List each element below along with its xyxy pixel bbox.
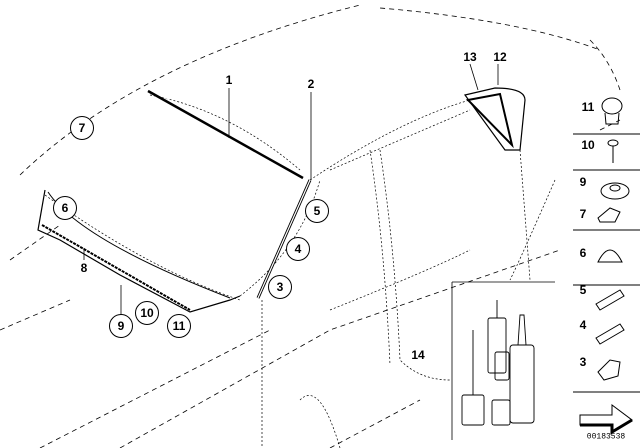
circled-label-4: 4: [286, 237, 310, 261]
part-label-12: 12: [493, 50, 507, 64]
legend-label-10: 10: [581, 138, 595, 152]
part-label-14: 14: [411, 348, 425, 362]
circled-label-11: 11: [167, 314, 191, 338]
part-label-13: 13: [463, 50, 477, 64]
legend-label-3: 3: [579, 355, 587, 369]
circled-label-5: 5: [305, 199, 329, 223]
legend-label-4: 4: [579, 318, 587, 332]
part-icons: [579, 97, 633, 435]
legend-label-7: 7: [579, 207, 587, 221]
legend-label-11: 11: [581, 100, 595, 114]
part-label-2: 2: [307, 77, 315, 91]
circled-label-7: 7: [70, 116, 94, 140]
legend-label-6: 6: [579, 246, 587, 260]
diagram-code: 00183538: [586, 432, 626, 442]
part-label-8: 8: [80, 261, 88, 275]
circled-label-10: 10: [135, 301, 159, 325]
legend-label-5: 5: [579, 283, 587, 297]
circled-label-3: 3: [268, 275, 292, 299]
circled-label-9: 9: [109, 314, 133, 338]
legend-label-9: 9: [579, 175, 587, 189]
part-label-1: 1: [225, 73, 233, 87]
circled-label-6: 6: [53, 196, 77, 220]
